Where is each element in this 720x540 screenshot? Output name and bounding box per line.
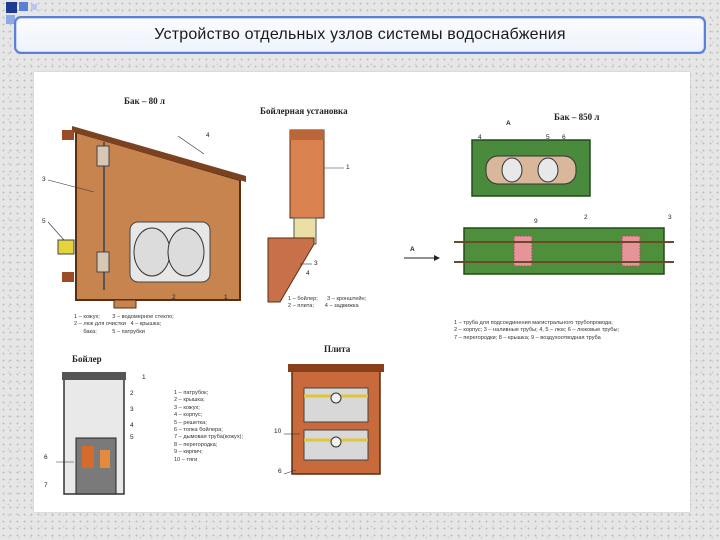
boiler-callout-3: 3 xyxy=(130,406,134,413)
stove-callout-6: 6 xyxy=(278,468,282,475)
tank850-view-label: А xyxy=(506,120,511,127)
tank80-callout-3: 3 xyxy=(42,176,46,183)
boiler-unit-title: Бойлерная установка xyxy=(260,106,348,116)
diagram-panel: Бак – 80 л xyxy=(34,72,690,512)
tank850-callout-9: 9 xyxy=(534,218,538,225)
boiler-unit-legend: 1 – бойлер; 3 – кронштейн; 2 – плита; 4 … xyxy=(288,296,367,310)
boiler-unit-callout-3: 3 xyxy=(314,260,318,267)
boiler-callout-4: 4 xyxy=(130,422,134,429)
tank850-title: Бак – 850 л xyxy=(554,112,600,122)
stove-callout-10: 10 xyxy=(274,428,282,435)
tank850-callout-2: 2 xyxy=(584,214,588,221)
stove-title: Плита xyxy=(324,344,351,354)
boiler-unit-callout-1: 1 xyxy=(346,164,350,171)
boiler-callout-5: 5 xyxy=(130,434,134,441)
boiler-unit-callout-4: 4 xyxy=(306,270,310,277)
tank850-legend: 1 – труба для подсоединения магистрально… xyxy=(454,320,620,341)
tank80-callout-1: 1 xyxy=(224,294,228,301)
boiler-title: Бойлер xyxy=(72,354,102,364)
diagram-drawings xyxy=(47,126,674,495)
tank850-drawing xyxy=(404,139,674,275)
boiler-unit-drawing xyxy=(267,129,344,303)
boiler-callout-6: 6 xyxy=(44,454,48,461)
tank850-callout-4: 4 xyxy=(478,134,482,141)
boiler-drawing xyxy=(56,372,126,495)
stove-drawing xyxy=(283,364,384,475)
boiler-callout-1: 1 xyxy=(142,374,146,381)
tank80-callout-4: 4 xyxy=(206,132,210,139)
tank80-callout-2: 2 xyxy=(172,294,176,301)
boiler-callout-7: 7 xyxy=(44,482,48,489)
tank850-callout-3: 3 xyxy=(668,214,672,221)
tank850-callout-6: 6 xyxy=(562,134,566,141)
tank80-legend: 1 – кожух; 3 – водомерное стекло; 2 – лю… xyxy=(74,314,174,335)
boiler-legend: 1 – патрубок; 2 – крышка; 3 – кожух; 4 –… xyxy=(174,390,244,463)
tank80-callout-5: 5 xyxy=(42,218,46,225)
corner-decoration xyxy=(6,2,46,32)
slide-title-bar: Устройство отдельных узлов системы водос… xyxy=(14,16,706,54)
tank850-callout-5: 5 xyxy=(546,134,550,141)
tank80-title: Бак – 80 л xyxy=(124,96,165,106)
boiler-callout-2: 2 xyxy=(130,390,134,397)
view-arrow-label: А xyxy=(410,246,415,253)
slide-title: Устройство отдельных узлов системы водос… xyxy=(154,26,566,43)
tank80-drawing xyxy=(47,126,246,309)
